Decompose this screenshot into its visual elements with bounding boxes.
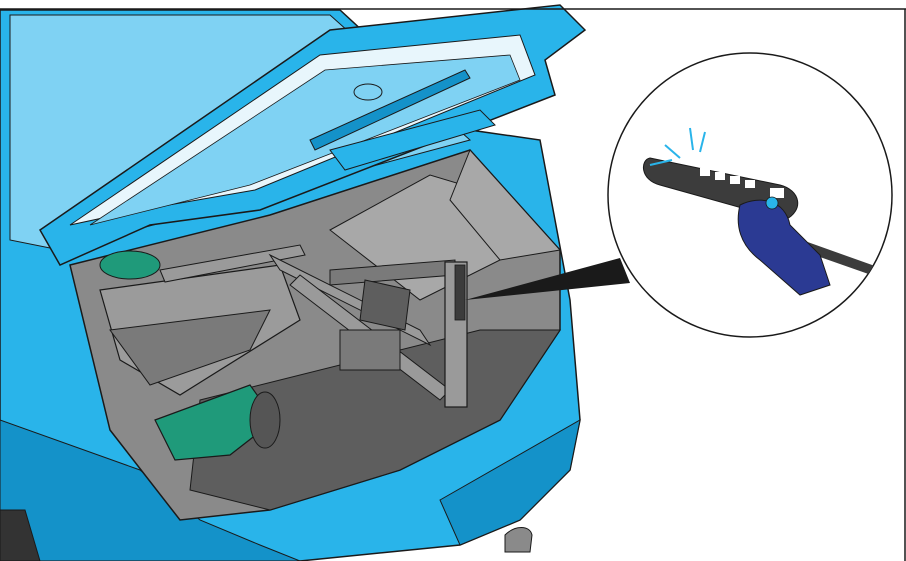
remote-control-detail (607, 52, 893, 338)
hoist-lift (268, 253, 468, 408)
callout-pointer (465, 258, 630, 300)
mobility-scooter (99, 244, 306, 461)
tailgate (39, 4, 587, 266)
